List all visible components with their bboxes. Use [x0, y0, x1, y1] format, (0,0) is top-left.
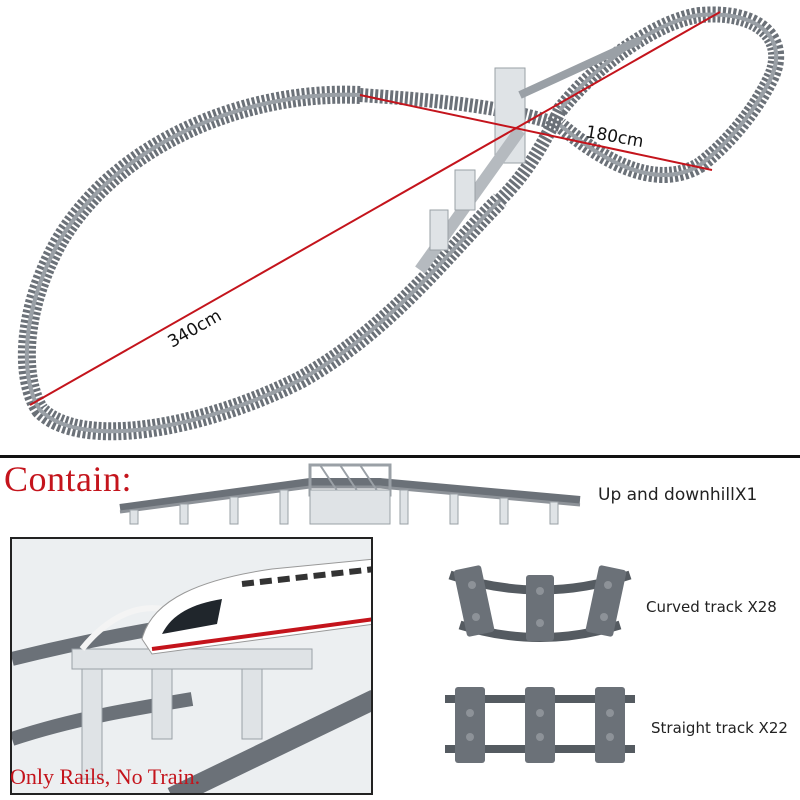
no-train-caption: Only Rails, No Train.	[10, 764, 201, 789]
straight-track-image	[445, 687, 635, 763]
width-measure-line	[359, 94, 713, 171]
curved-track-image	[448, 565, 632, 642]
contents-title: Contain:	[4, 459, 132, 499]
curved-track-label: Curved track X28	[646, 598, 777, 616]
ramp-piece-image	[119, 463, 581, 525]
ramp-piece-label: Up and downhillX1	[598, 485, 758, 505]
train-bridge-photo	[10, 537, 373, 795]
straight-track-label: Straight track X22	[651, 719, 788, 737]
section-divider	[0, 455, 800, 458]
bridge-structure	[415, 36, 642, 274]
track-layout-photo: 180cm 340cm	[17, 6, 785, 441]
length-measure-line	[29, 11, 721, 406]
